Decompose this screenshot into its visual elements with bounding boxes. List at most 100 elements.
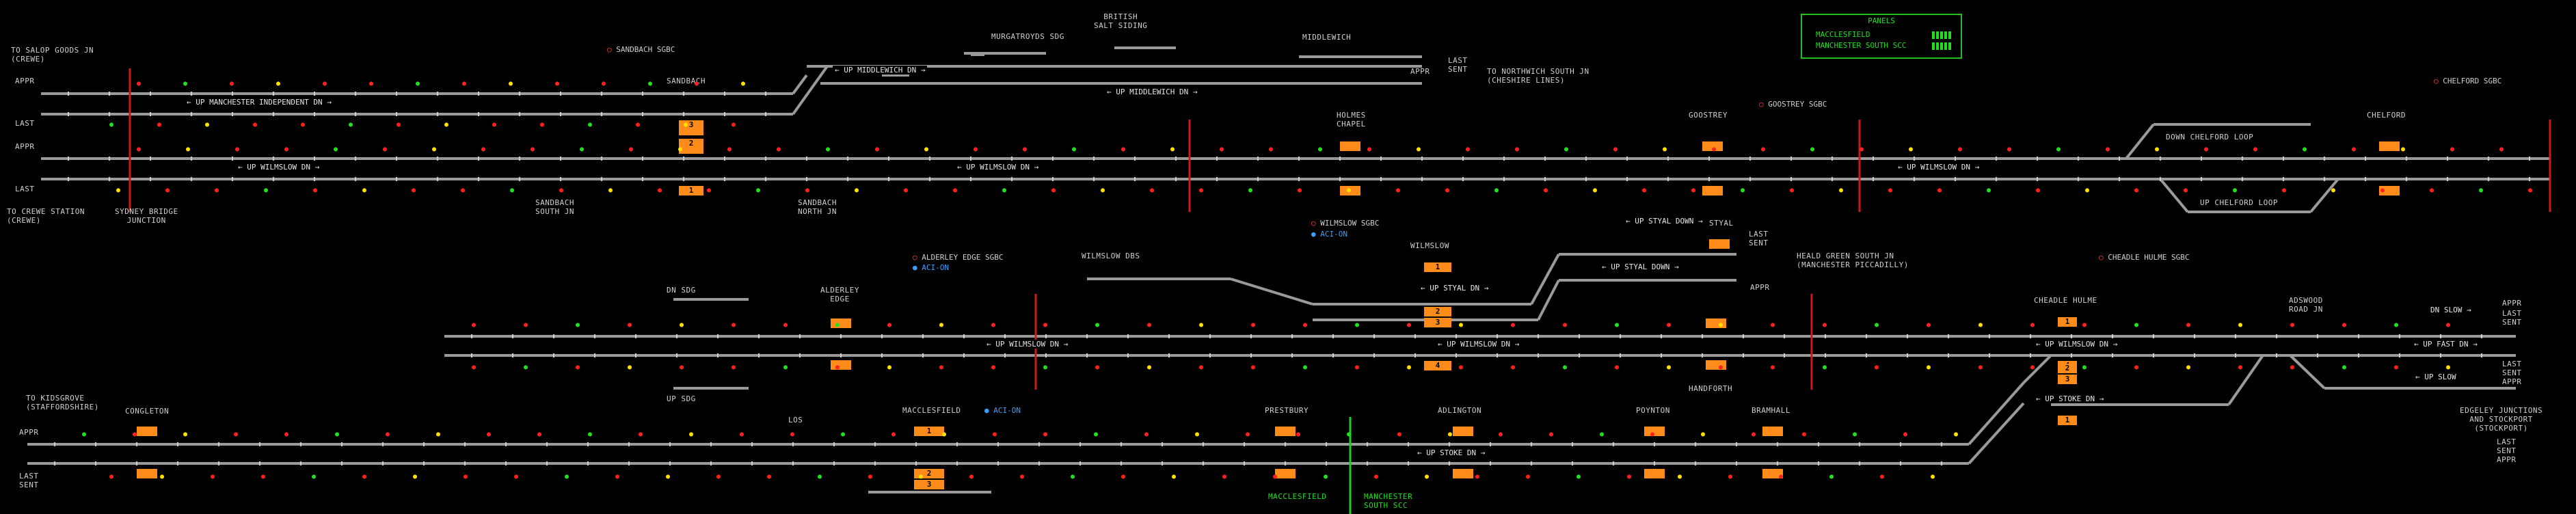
signal-head-icon[interactable]: ● <box>727 146 732 153</box>
signal-head-icon[interactable]: ● <box>716 473 721 481</box>
signal-head-icon[interactable]: ● <box>1691 187 1696 194</box>
signal-head-icon[interactable]: ● <box>1347 187 1352 194</box>
signal-head-icon[interactable]: ● <box>2290 364 2295 371</box>
signal-head-icon[interactable]: ● <box>1678 473 1682 481</box>
berth[interactable] <box>1702 186 1723 195</box>
signal-head-icon[interactable]: ● <box>1251 321 1256 329</box>
berth[interactable]: 3 <box>1424 318 1451 327</box>
signal-head-icon[interactable]: ● <box>276 80 281 87</box>
signal-head-icon[interactable]: ● <box>416 80 420 87</box>
berth[interactable]: 1 <box>679 186 703 195</box>
signal-head-icon[interactable]: ● <box>1043 364 1048 371</box>
signal-head-icon[interactable]: ● <box>615 473 620 481</box>
signal-head-icon[interactable]: ● <box>2056 146 2061 153</box>
signal-head-icon[interactable]: ● <box>1577 473 1581 481</box>
signal-head-icon[interactable]: ● <box>2394 321 2399 329</box>
signal-head-icon[interactable]: ● <box>524 364 528 371</box>
signal-head-icon[interactable]: ● <box>2007 146 2012 153</box>
signal-head-icon[interactable]: ● <box>887 321 892 329</box>
signal-head-icon[interactable]: ● <box>875 146 880 153</box>
signal-head-icon[interactable]: ● <box>2342 364 2347 371</box>
signal-head-icon[interactable]: ● <box>2342 321 2347 329</box>
signal-head-icon[interactable]: ● <box>412 187 416 194</box>
signal-head-icon[interactable]: ● <box>1475 473 1480 481</box>
signal-head-icon[interactable]: ● <box>555 80 560 87</box>
signal-head-icon[interactable]: ● <box>1023 146 1028 153</box>
signal-head-icon[interactable]: ● <box>1526 473 1531 481</box>
berth[interactable] <box>1706 319 1726 328</box>
signal-head-icon[interactable]: ● <box>1448 431 1453 438</box>
signal-head-icon[interactable]: ● <box>1269 146 1274 153</box>
signal-head-icon[interactable]: ● <box>1071 473 1075 481</box>
signal-head-icon[interactable]: ● <box>1147 364 1152 371</box>
signal-head-icon[interactable]: ● <box>1367 146 1372 153</box>
signal-head-icon[interactable]: ● <box>732 121 736 128</box>
signal-head-icon[interactable]: ● <box>1712 146 1717 153</box>
signal-head-icon[interactable]: ● <box>756 187 761 194</box>
signal-head-icon[interactable]: ● <box>1823 364 1827 371</box>
signal-head-icon[interactable]: ● <box>444 121 449 128</box>
signal-head-icon[interactable]: ● <box>165 187 170 194</box>
signal-head-icon[interactable]: ● <box>157 121 162 128</box>
signal-head-icon[interactable]: ● <box>349 121 353 128</box>
signal-head-icon[interactable]: ● <box>1459 321 1464 329</box>
panel-link-macclesfield[interactable]: MACCLESFIELD <box>1268 492 1327 501</box>
signal-head-icon[interactable]: ● <box>436 431 441 438</box>
berth[interactable]: 1 <box>914 427 944 436</box>
signal-head-icon[interactable]: ● <box>939 321 944 329</box>
signal-head-icon[interactable]: ● <box>1860 146 1864 153</box>
signal-head-icon[interactable]: ● <box>362 473 367 481</box>
signal-head-icon[interactable]: ● <box>695 80 699 87</box>
berth[interactable] <box>1453 427 1473 436</box>
signal-head-icon[interactable]: ● <box>1954 431 1959 438</box>
signal-head-icon[interactable]: ● <box>1199 321 1204 329</box>
signal-head-icon[interactable]: ● <box>1273 473 1278 481</box>
signal-head-icon[interactable]: ● <box>639 431 643 438</box>
panel-link-manchester[interactable]: MANCHESTER SOUTH SCC <box>1364 492 1413 510</box>
signal-head-icon[interactable]: ● <box>1667 364 1672 371</box>
signal-head-icon[interactable]: ● <box>1752 431 1756 438</box>
signal-head-icon[interactable]: ● <box>1903 431 1908 438</box>
signal-head-icon[interactable]: ● <box>835 364 840 371</box>
signal-head-icon[interactable]: ● <box>689 431 694 438</box>
berth[interactable] <box>1702 141 1723 151</box>
berth[interactable]: 3 <box>679 120 703 135</box>
signal-head-icon[interactable]: ● <box>2253 146 2258 153</box>
signal-head-icon[interactable]: ● <box>264 187 269 194</box>
berth[interactable]: 3 <box>914 480 944 489</box>
signal-head-icon[interactable]: ● <box>472 321 477 329</box>
signal-head-icon[interactable]: ● <box>1563 364 1568 371</box>
panels-box[interactable]: PANELS MACCLESFIELD MANCHESTER SOUTH SCC <box>1801 14 1962 59</box>
signal-head-icon[interactable]: ● <box>891 431 896 438</box>
sgbc-cheadle-hulme[interactable]: ○ CHEADLE HULME SGBC <box>2099 253 2189 262</box>
signal-head-icon[interactable]: ● <box>514 473 519 481</box>
signal-head-icon[interactable]: ● <box>1771 364 1775 371</box>
signal-head-icon[interactable]: ● <box>576 321 580 329</box>
signal-head-icon[interactable]: ● <box>2134 364 2139 371</box>
signal-head-icon[interactable]: ● <box>680 364 684 371</box>
berth[interactable] <box>1340 141 1360 151</box>
aci-indicator[interactable]: ● ACI-ON <box>1311 230 1347 239</box>
signal-head-icon[interactable]: ● <box>1303 364 1308 371</box>
berth[interactable]: 2 <box>2058 364 2077 373</box>
signal-head-icon[interactable]: ● <box>868 473 873 481</box>
signal-head-icon[interactable]: ● <box>835 321 840 329</box>
signal-head-icon[interactable]: ● <box>602 80 606 87</box>
signal-head-icon[interactable]: ● <box>841 431 846 438</box>
signal-head-icon[interactable]: ● <box>1600 431 1605 438</box>
signal-head-icon[interactable]: ● <box>183 431 188 438</box>
signal-head-icon[interactable]: ● <box>680 321 684 329</box>
signal-head-icon[interactable]: ● <box>777 146 781 153</box>
signal-head-icon[interactable]: ● <box>1094 431 1099 438</box>
signal-head-icon[interactable]: ● <box>1150 187 1155 194</box>
signal-head-icon[interactable]: ● <box>1544 187 1548 194</box>
signal-head-icon[interactable]: ● <box>1355 364 1360 371</box>
signal-head-icon[interactable]: ● <box>1728 473 1733 481</box>
signal-head-icon[interactable]: ● <box>137 80 142 87</box>
signal-head-icon[interactable]: ● <box>2036 187 2041 194</box>
signal-head-icon[interactable]: ● <box>313 187 318 194</box>
signal-head-icon[interactable]: ● <box>919 473 924 481</box>
berth[interactable] <box>137 469 157 478</box>
signal-head-icon[interactable]: ● <box>1072 146 1077 153</box>
signal-head-icon[interactable]: ● <box>2238 364 2243 371</box>
